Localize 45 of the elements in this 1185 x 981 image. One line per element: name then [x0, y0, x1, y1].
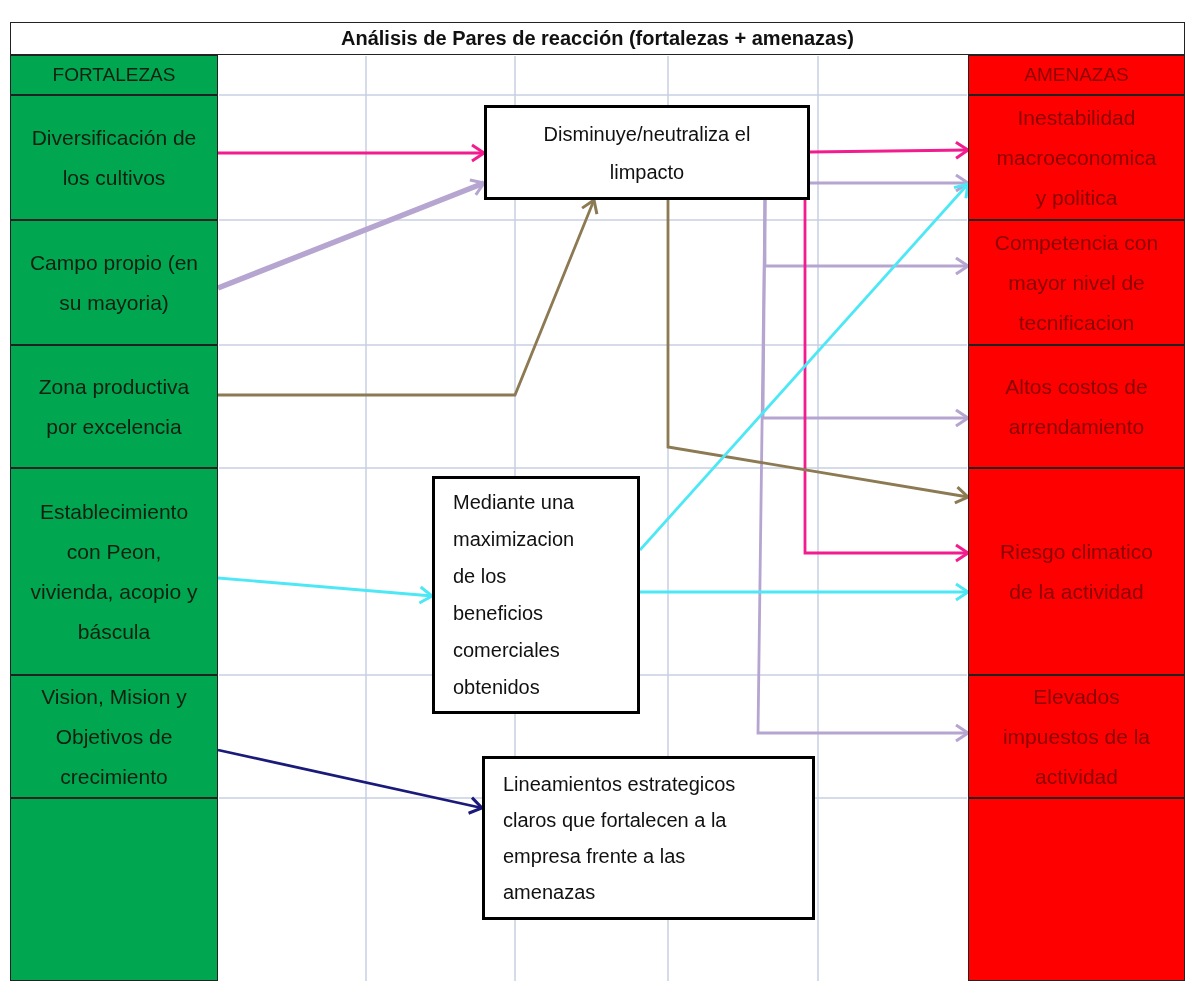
arrow [217, 576, 434, 605]
threat-cell [968, 468, 1185, 675]
arrow [640, 582, 970, 602]
threat-cell [968, 220, 1185, 345]
empty-strength-cell [10, 798, 218, 981]
box-text: Mediante una maximizacion de los beneficios comerciales obtenidos [453, 490, 576, 700]
text-box [484, 105, 810, 200]
box-text: Disminuye/neutraliza el limpacto [542, 121, 752, 185]
arrow [638, 182, 970, 551]
cell-text: Riesgo climatico de la actividad [999, 538, 1154, 605]
cell-text: Vision, Mision y Objetivos de crecimiento [40, 683, 188, 790]
arrow [803, 200, 970, 563]
arrow [218, 198, 599, 397]
strength-cell [10, 675, 218, 798]
threat-cell [968, 345, 1185, 468]
arrow [217, 178, 486, 291]
cell-text: Campo propio (en su mayoria) [28, 249, 200, 316]
cell-text: Altos costos de arrendamiento [1004, 373, 1149, 440]
text-box [432, 476, 640, 714]
header-cell [10, 55, 218, 95]
arrow [756, 200, 970, 743]
empty-threat-cell [968, 798, 1185, 981]
table-title: Análisis de Pares de reacción (fortalezas + amenazas) [10, 22, 1185, 55]
cell-text: Zona productiva por excelencia [37, 373, 191, 440]
cell-text: Inestabilidad macroeconomica y politica [995, 104, 1158, 211]
arrow [810, 140, 970, 160]
threat-cell [968, 95, 1185, 220]
strength-cell [10, 95, 218, 220]
arrow [666, 200, 970, 505]
strength-cell [10, 468, 218, 675]
header-cell [968, 55, 1185, 95]
box-text: Lineamientos estrategicos claros que fortalecen a la empresa frente a las amenazas [503, 772, 737, 905]
cell-text: Diversificación de los cultivos [30, 124, 198, 191]
arrow [218, 143, 486, 163]
threat-cell [968, 675, 1185, 798]
cell-text: Elevados impuestos de la actividad [1001, 683, 1152, 790]
column-header: FORTALEZAS [52, 63, 176, 87]
arrow [217, 748, 484, 815]
column-header: AMENAZAS [1024, 63, 1129, 87]
strength-cell [10, 345, 218, 468]
strength-cell [10, 220, 218, 345]
cell-text: Competencia con mayor nivel de tecnificacion [993, 229, 1160, 336]
cell-text: Establecimiento con Peon, vivienda, acopio y báscula [29, 498, 199, 645]
arrow [810, 173, 970, 193]
text-box [482, 756, 815, 920]
